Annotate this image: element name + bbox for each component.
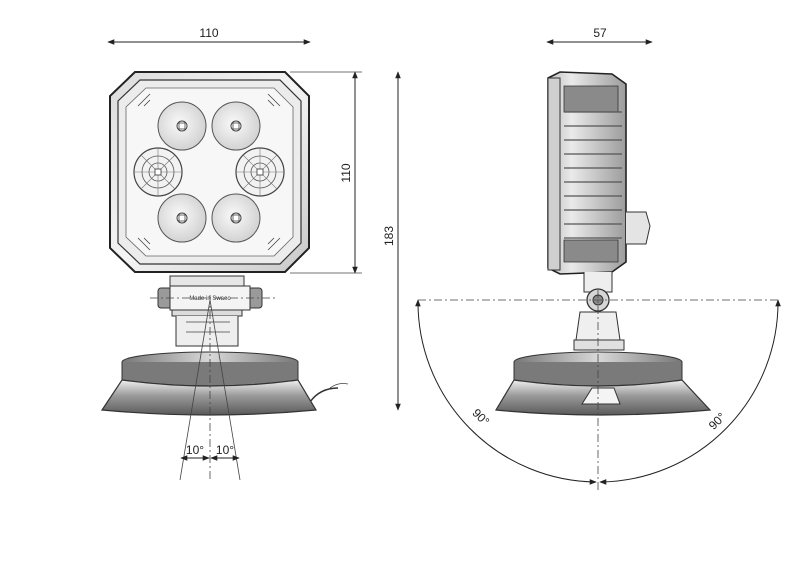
front-base [100, 351, 349, 416]
led-top-left [157, 101, 207, 151]
led-top-right [211, 101, 261, 151]
front-view: 110 110 183 [100, 26, 401, 481]
total-height-label: 183 [382, 226, 396, 246]
side-depth-label: 57 [593, 26, 607, 40]
side-bracket [573, 272, 625, 351]
tilt-left-label: 10° [186, 443, 204, 457]
front-height-label: 110 [339, 163, 353, 182]
front-width-label: 110 [199, 26, 218, 40]
tilt-angle-indicator: 10° 10° [179, 295, 241, 481]
led-bottom-right [211, 193, 261, 243]
front-height-dimension: 110 [290, 71, 362, 274]
spot-lens-left [133, 147, 183, 197]
side-view: 57 [415, 26, 781, 492]
tilt-right-label: 10° [216, 443, 234, 457]
led-bottom-left [157, 193, 207, 243]
front-bracket: Made in Swaeo [150, 275, 275, 347]
spot-lens-right [235, 147, 285, 197]
lamp-housing-side [547, 71, 651, 275]
swivel-left-label: 90° [469, 406, 492, 429]
total-height-dimension: 183 [382, 71, 401, 411]
side-base [494, 351, 712, 416]
side-depth-dimension: 57 [546, 26, 653, 45]
front-width-dimension: 110 [107, 26, 311, 45]
